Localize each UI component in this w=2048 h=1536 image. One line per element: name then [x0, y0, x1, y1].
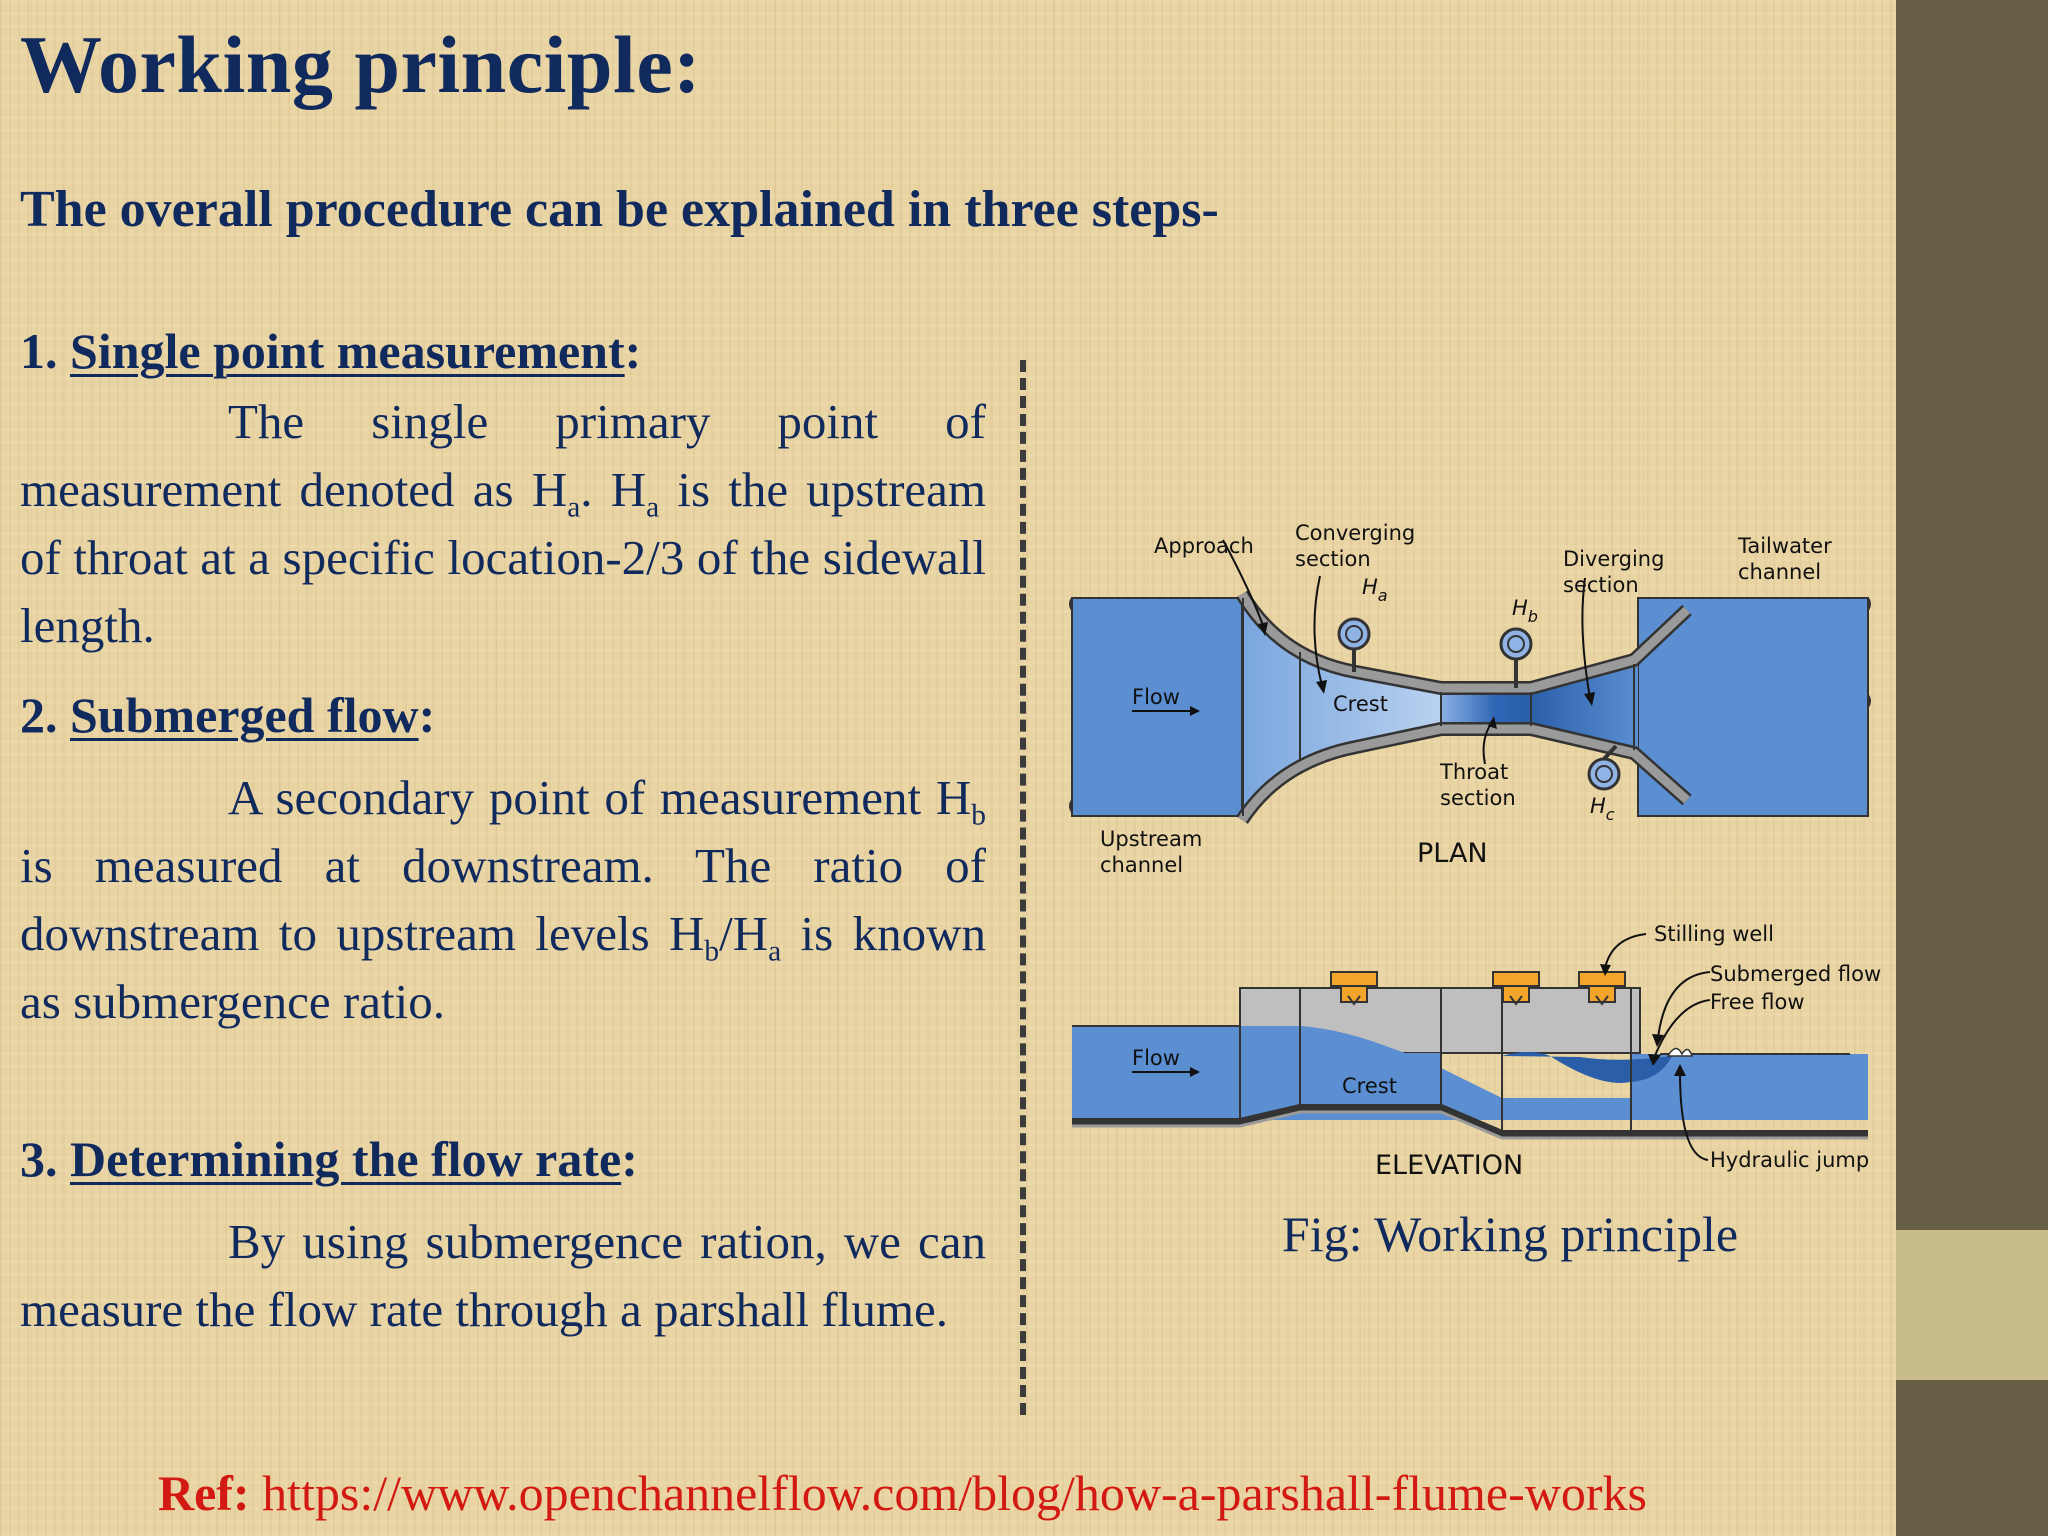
reference-line: Ref: https://www.openchannelflow.com/blo… — [158, 1464, 1647, 1522]
step-2-number: 2. — [20, 687, 58, 743]
label-upstream-1: Upstream — [1100, 827, 1202, 851]
intro-text: The overall procedure can be explained i… — [20, 181, 1219, 238]
stilling-well-cap-3 — [1578, 971, 1626, 1006]
tailwater-water — [1637, 597, 1869, 817]
slide-background — [0, 0, 1896, 1536]
step-1-text: The single primary point of measurement … — [20, 394, 987, 653]
label-flow-plan: Flow — [1132, 685, 1180, 709]
elevation-title: ELEVATION — [1375, 1150, 1523, 1181]
stilling-well-cap-1 — [1330, 971, 1378, 1006]
label-hb: Hb — [1512, 596, 1538, 626]
label-flow-elevation: Flow — [1132, 1046, 1180, 1070]
step-1-title: Single point measurement — [70, 323, 625, 379]
label-tailwater-2: channel — [1738, 560, 1821, 584]
step-3-text: By using submergence ration, we can meas… — [20, 1214, 986, 1337]
stilling-well-cap-2 — [1492, 971, 1540, 1006]
label-crest-elevation: Crest — [1342, 1074, 1397, 1098]
label-tailwater-1: Tailwater — [1737, 534, 1832, 558]
flume-diagram: Approach Converging section Diverging se… — [1069, 521, 1881, 1181]
step-3-title: Determining the flow rate — [70, 1131, 622, 1187]
submerged-zone — [1502, 1052, 1672, 1083]
hydraulic-jump-splash — [1666, 1047, 1694, 1057]
hc-stilling-well — [1587, 757, 1621, 791]
reference-url[interactable]: https://www.openchannelflow.com/blog/how… — [249, 1465, 1647, 1521]
step-2-text: A secondary point of measurement Hb is m… — [20, 770, 986, 1029]
label-diverging-1: Diverging — [1563, 547, 1664, 571]
step-1-colon: : — [624, 323, 642, 379]
label-diverging-2: section — [1563, 573, 1639, 597]
dashed-divider — [1020, 360, 1026, 1415]
step-1-number: 1. — [20, 323, 58, 379]
label-hc: Hc — [1590, 794, 1615, 824]
step-3-colon: : — [621, 1131, 638, 1187]
label-upstream-2: channel — [1100, 853, 1183, 877]
label-free-flow: Free flow — [1710, 990, 1805, 1014]
label-throat-1: Throat — [1439, 760, 1508, 784]
label-submerged-flow: Submerged flow — [1710, 962, 1881, 986]
label-converging-2: section — [1295, 547, 1371, 571]
label-crest-plan: Crest — [1333, 692, 1388, 716]
step-1-heading: 1. Single point measurement: — [20, 322, 641, 380]
plan-title: PLAN — [1417, 838, 1488, 869]
elevation-view: Stilling well Submerged flow Free flow F… — [1072, 922, 1881, 1181]
step-2-colon: : — [418, 687, 436, 743]
label-converging-1: Converging — [1295, 521, 1415, 545]
page-title: Working principle: — [20, 19, 702, 110]
label-hydraulic-jump: Hydraulic jump — [1710, 1148, 1869, 1172]
label-approach: Approach — [1154, 534, 1254, 558]
throat-water — [1441, 692, 1531, 726]
step-2-title: Submerged flow — [70, 687, 419, 743]
ha-stilling-well — [1337, 617, 1371, 651]
label-throat-2: section — [1440, 786, 1516, 810]
reference-label: Ref: — [158, 1465, 250, 1521]
step-2-heading: 2. Submerged flow: — [20, 686, 435, 744]
label-ha: Ha — [1362, 575, 1388, 605]
figure-caption: Fig: Working principle — [1281, 1206, 1739, 1262]
hb-stilling-well — [1499, 627, 1533, 661]
upstream-channel-water — [1071, 597, 1243, 817]
label-stilling-well: Stilling well — [1654, 922, 1774, 946]
step-3-number: 3. — [20, 1131, 58, 1187]
step-3-heading: 3. Determining the flow rate: — [20, 1130, 638, 1188]
sidebar-band — [1896, 1230, 2048, 1380]
parshall-flume-figure: Approach Converging section Diverging se… — [1060, 510, 1900, 1190]
plan-view: Approach Converging section Diverging se… — [1069, 521, 1871, 877]
